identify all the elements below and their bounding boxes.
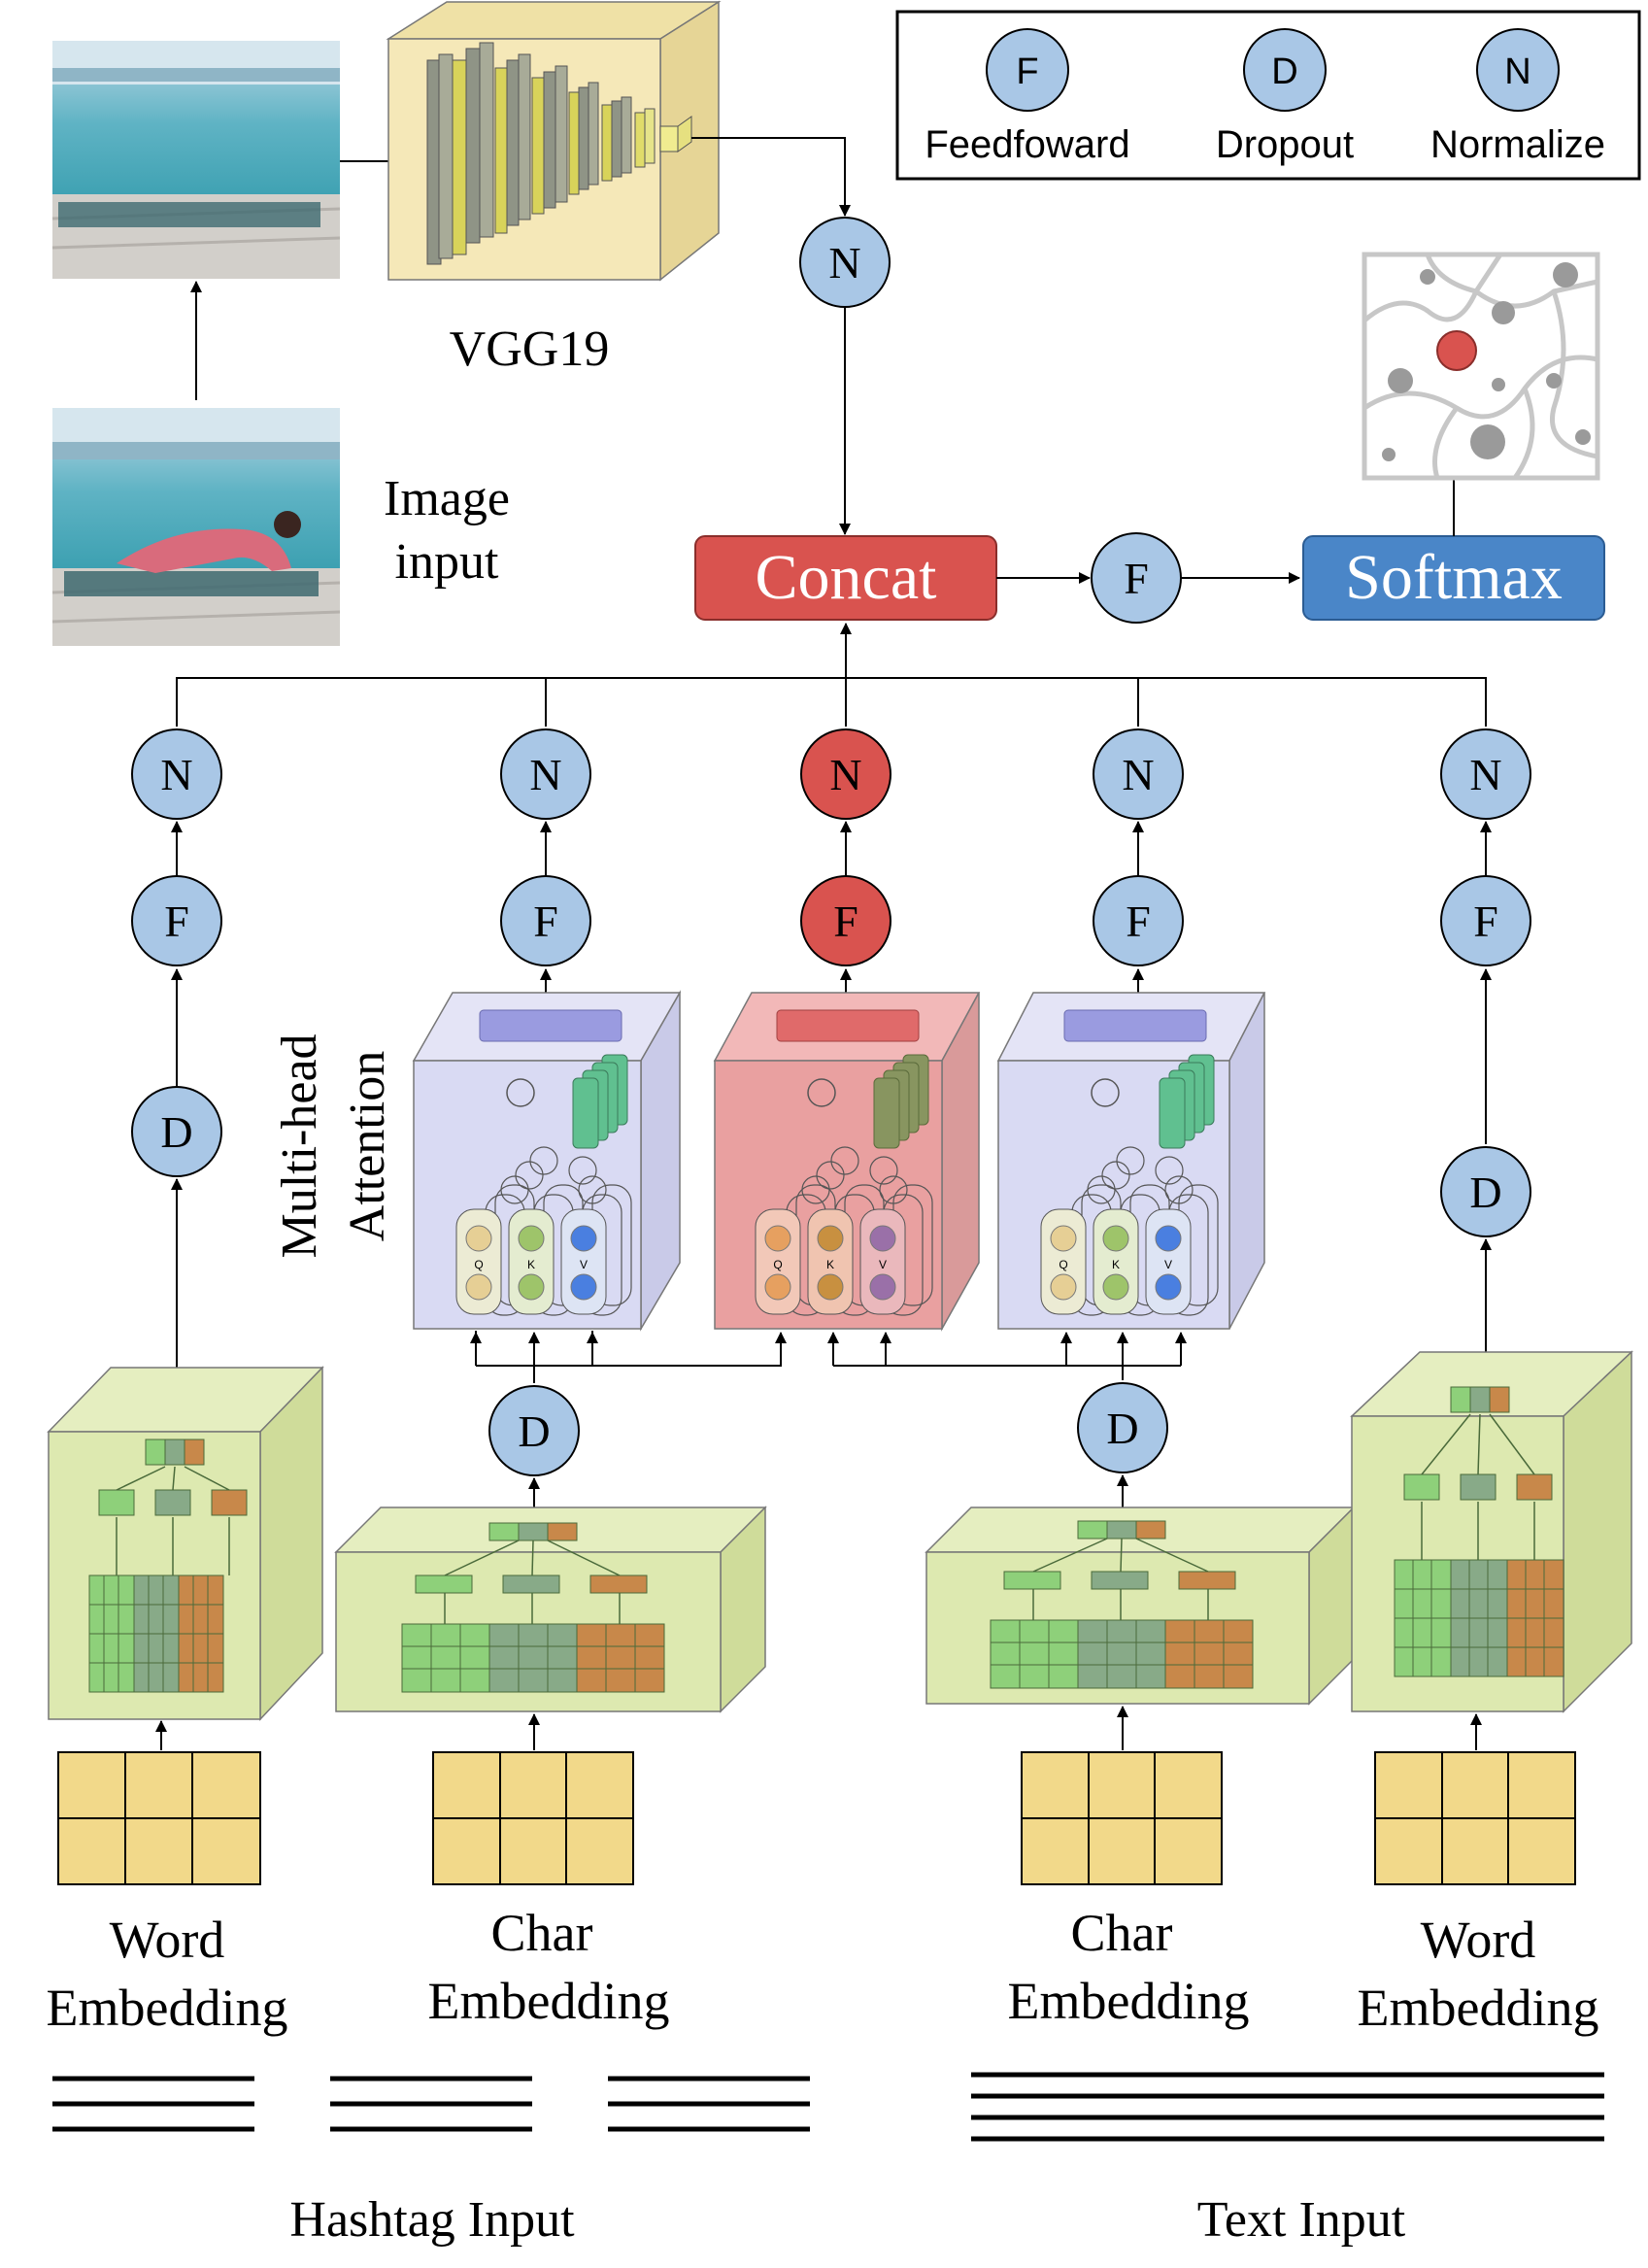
attn2-k-label: K (826, 1258, 834, 1271)
text-char-feedforward-node (1093, 875, 1184, 966)
text-char-cnn-block (925, 1506, 1356, 1706)
text-word-dropout-node (1440, 1146, 1531, 1237)
hashtag-char-feedforward-node (500, 875, 591, 966)
legend-dropout-icon (1243, 28, 1327, 112)
hashtag-word-dropout-node (131, 1086, 222, 1177)
text-char-dropout-node (1077, 1382, 1168, 1473)
hashtag-word-label-line2: Embedding (47, 1979, 288, 2037)
image-normalize-symbol: N (828, 238, 860, 288)
arrow-vgg-to-normalize (691, 137, 851, 217)
hashtag-word-embedding-grid (57, 1751, 261, 1885)
legend-feedforward-icon (986, 28, 1069, 112)
hashtag-word-normalize-symbol: N (160, 750, 192, 799)
hashtag-word-cnn-block (47, 1366, 324, 1721)
attention-label-line2: Attention (340, 1051, 395, 1241)
softmax-label: Softmax (1345, 542, 1563, 613)
hashtag-char-dropout-symbol: D (518, 1406, 550, 1456)
attention-input-connectors (470, 1331, 1187, 1383)
text-word-dropout-symbol: D (1469, 1168, 1501, 1217)
hashtag-char-label-line1: Char (491, 1904, 593, 1962)
center-branch: N F (800, 728, 891, 1000)
hashtag-char-cnn-block (334, 1506, 767, 1713)
text-word-branch: N F D Word (1350, 728, 1633, 2037)
vgg19-block (386, 0, 722, 282)
hashtag-word-dropout-symbol: D (160, 1107, 192, 1157)
attn1-k-label: K (527, 1258, 535, 1271)
output-classes-diagram (1362, 252, 1600, 481)
text-char-feedforward-symbol: F (1126, 897, 1151, 946)
legend-dropout-symbol: D (1271, 51, 1297, 92)
text-char-normalize-symbol: N (1122, 750, 1154, 799)
attention-label-line1: Multi-head (272, 1033, 327, 1258)
legend-normalize-symbol: N (1504, 51, 1530, 92)
hashtag-word-feedforward-symbol: F (164, 897, 189, 946)
text-char-normalize-node (1093, 728, 1184, 820)
hashtag-char-label-line2: Embedding (428, 1972, 670, 2030)
hashtag-word-feedforward-node (131, 875, 222, 966)
fusion-feedforward-symbol: F (1124, 554, 1149, 603)
attn2-v-label: V (879, 1258, 887, 1271)
attn3-v-label: V (1164, 1258, 1172, 1271)
text-word-feedforward-symbol: F (1473, 897, 1498, 946)
hashtag-input-label: Hashtag Input (289, 2192, 575, 2248)
image-preview-top (51, 41, 341, 279)
attention-block-hashtag-char: Q K V (412, 990, 682, 1332)
image-input-photo (51, 408, 341, 646)
text-input-lines (971, 2072, 1604, 2142)
attn1-q-label: Q (474, 1258, 483, 1271)
image-input-label-line1: Image (384, 471, 510, 526)
legend-normalize-icon (1476, 28, 1560, 112)
vgg19-label: VGG19 (450, 322, 610, 377)
legend-box: F Feedfoward D Dropout N Normalize (895, 10, 1641, 181)
legend-normalize-label: Normalize (1430, 123, 1605, 166)
text-word-normalize-node (1440, 728, 1531, 820)
attention-block-text-char: Q K V (996, 992, 1266, 1330)
attn2-q-label: Q (773, 1258, 782, 1271)
center-feedforward-symbol: F (833, 897, 858, 946)
hashtag-char-normalize-node (500, 728, 591, 820)
center-feedforward-node (800, 875, 891, 966)
hashtag-word-normalize-node (131, 728, 222, 820)
concat-label: Concat (756, 542, 937, 613)
legend-feedforward-label: Feedfoward (925, 123, 1129, 166)
text-word-label-line2: Embedding (1358, 1979, 1599, 2037)
center-normalize-symbol: N (829, 750, 861, 799)
legend-dropout-label: Dropout (1216, 123, 1354, 166)
hashtag-char-dropout-node (488, 1385, 580, 1476)
attention-block-center: Q K V (713, 992, 981, 1332)
text-char-label-line1: Char (1071, 1904, 1173, 1962)
hashtag-char-embedding-grid (432, 1751, 634, 1885)
text-char-embedding-grid (1021, 1751, 1223, 1885)
center-normalize-node (800, 728, 891, 820)
hashtag-word-branch: N F D Word (47, 728, 324, 2037)
legend-feedforward-symbol: F (1016, 51, 1038, 92)
aggregation-bus (176, 677, 1487, 727)
hashtag-char-branch: N F D Char (334, 728, 767, 2030)
text-word-feedforward-node (1440, 875, 1531, 966)
attn3-q-label: Q (1059, 1258, 1067, 1271)
attn3-k-label: K (1112, 1258, 1120, 1271)
image-input-label-line2: input (395, 534, 499, 590)
hashtag-char-normalize-symbol: N (529, 750, 561, 799)
text-char-dropout-symbol: D (1106, 1404, 1138, 1453)
hashtag-input-lines (52, 2076, 810, 2132)
attn1-v-label: V (580, 1258, 588, 1271)
hashtag-char-feedforward-symbol: F (533, 897, 558, 946)
text-word-cnn-block (1350, 1350, 1633, 1713)
text-word-label-line1: Word (1421, 1911, 1536, 1969)
text-word-normalize-symbol: N (1469, 750, 1501, 799)
text-word-embedding-grid (1374, 1751, 1576, 1885)
hashtag-word-label-line1: Word (110, 1911, 225, 1969)
text-input-label: Text Input (1197, 2192, 1406, 2248)
text-char-branch: N F D Char (925, 728, 1356, 2030)
text-char-label-line2: Embedding (1008, 1972, 1250, 2030)
